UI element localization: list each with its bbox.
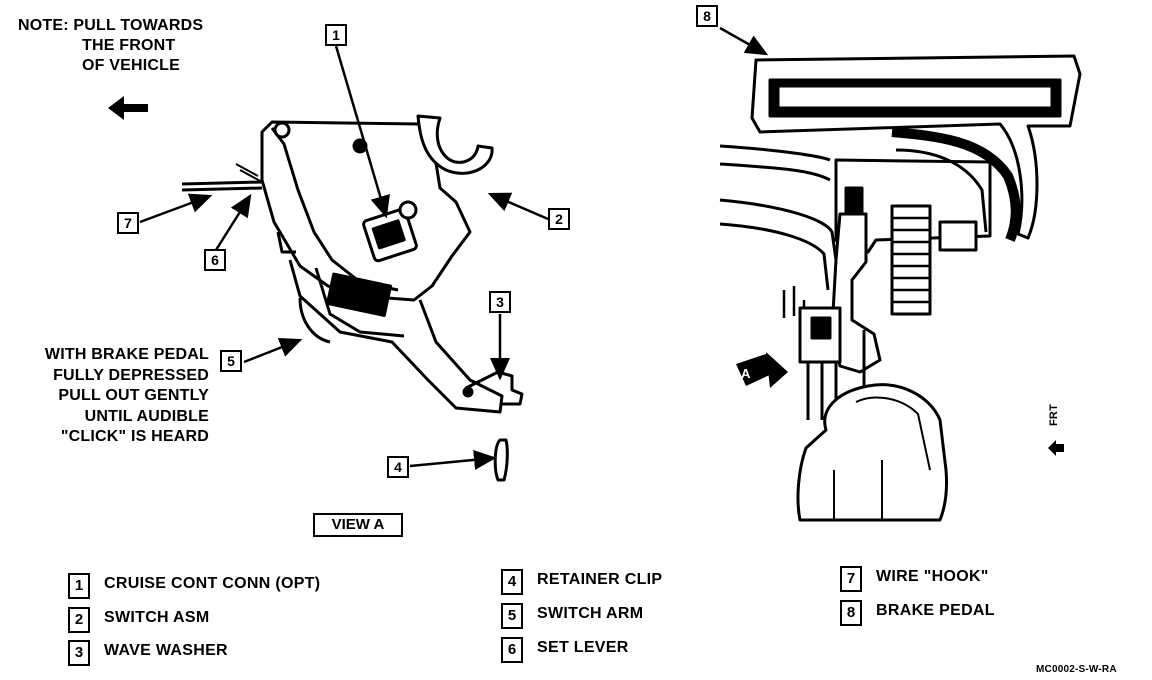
callout-2: 2 <box>548 208 570 230</box>
instruction-line: FULLY DEPRESSED <box>53 366 209 384</box>
legend-number: 5 <box>501 603 523 629</box>
legend-number: 1 <box>68 573 90 599</box>
instruction-line: WITH BRAKE PEDAL <box>44 346 209 363</box>
view-a-marker <box>736 352 788 388</box>
front-direction-arrow <box>108 96 148 120</box>
legend-number: 7 <box>840 566 862 592</box>
legend-number: 2 <box>68 607 90 633</box>
callout-8: 8 <box>696 5 718 27</box>
callout-1: 1 <box>325 24 347 46</box>
legend-number: 4 <box>501 569 523 595</box>
switch-assembly-illustration <box>235 114 524 482</box>
legend-number: 3 <box>68 640 90 666</box>
legend-label: RETAINER CLIP <box>537 571 663 588</box>
callout-6: 6 <box>204 249 226 271</box>
note-line-2: THE FRONT <box>82 37 176 54</box>
instruction-text: WITH BRAKE PEDAL FULLY DEPRESSED PULL OU… <box>45 345 209 448</box>
legend-label: SWITCH ASM <box>104 609 210 626</box>
callout-5: 5 <box>220 350 242 372</box>
frt-label: FRT <box>1048 404 1060 426</box>
instruction-line: "CLICK" IS HEARD <box>60 428 209 445</box>
legend-label: WAVE WASHER <box>104 642 228 659</box>
callout-leaders <box>139 26 769 470</box>
legend-label: BRAKE PEDAL <box>876 602 995 619</box>
callout-4: 4 <box>387 456 409 478</box>
instruction-line: UNTIL AUDIBLE <box>84 407 209 425</box>
callout-3: 3 <box>489 291 511 313</box>
legend-label: SET LEVER <box>537 639 629 656</box>
frt-arrow <box>1048 440 1064 456</box>
reference-code: MC0002-S-W-RA <box>1036 664 1117 675</box>
view-a-label: VIEW A <box>313 513 403 537</box>
note-text: NOTE: PULL TOWARDS THE FRONT OF VEHICLE <box>18 16 203 76</box>
legend-number: 8 <box>840 600 862 626</box>
note-line-1: NOTE: PULL TOWARDS <box>18 17 204 34</box>
legend-label: CRUISE CONT CONN (OPT) <box>104 575 321 592</box>
callout-7: 7 <box>117 212 139 234</box>
brake-pedal-illustration <box>719 54 1082 522</box>
note-line-3: OF VEHICLE <box>82 57 181 74</box>
legend-label: SWITCH ARM <box>537 605 644 622</box>
view-a-marker-letter: A <box>741 366 751 381</box>
legend-number: 6 <box>501 637 523 663</box>
legend-label: WIRE "HOOK" <box>876 568 989 585</box>
instruction-line: PULL OUT GENTLY <box>58 387 209 404</box>
